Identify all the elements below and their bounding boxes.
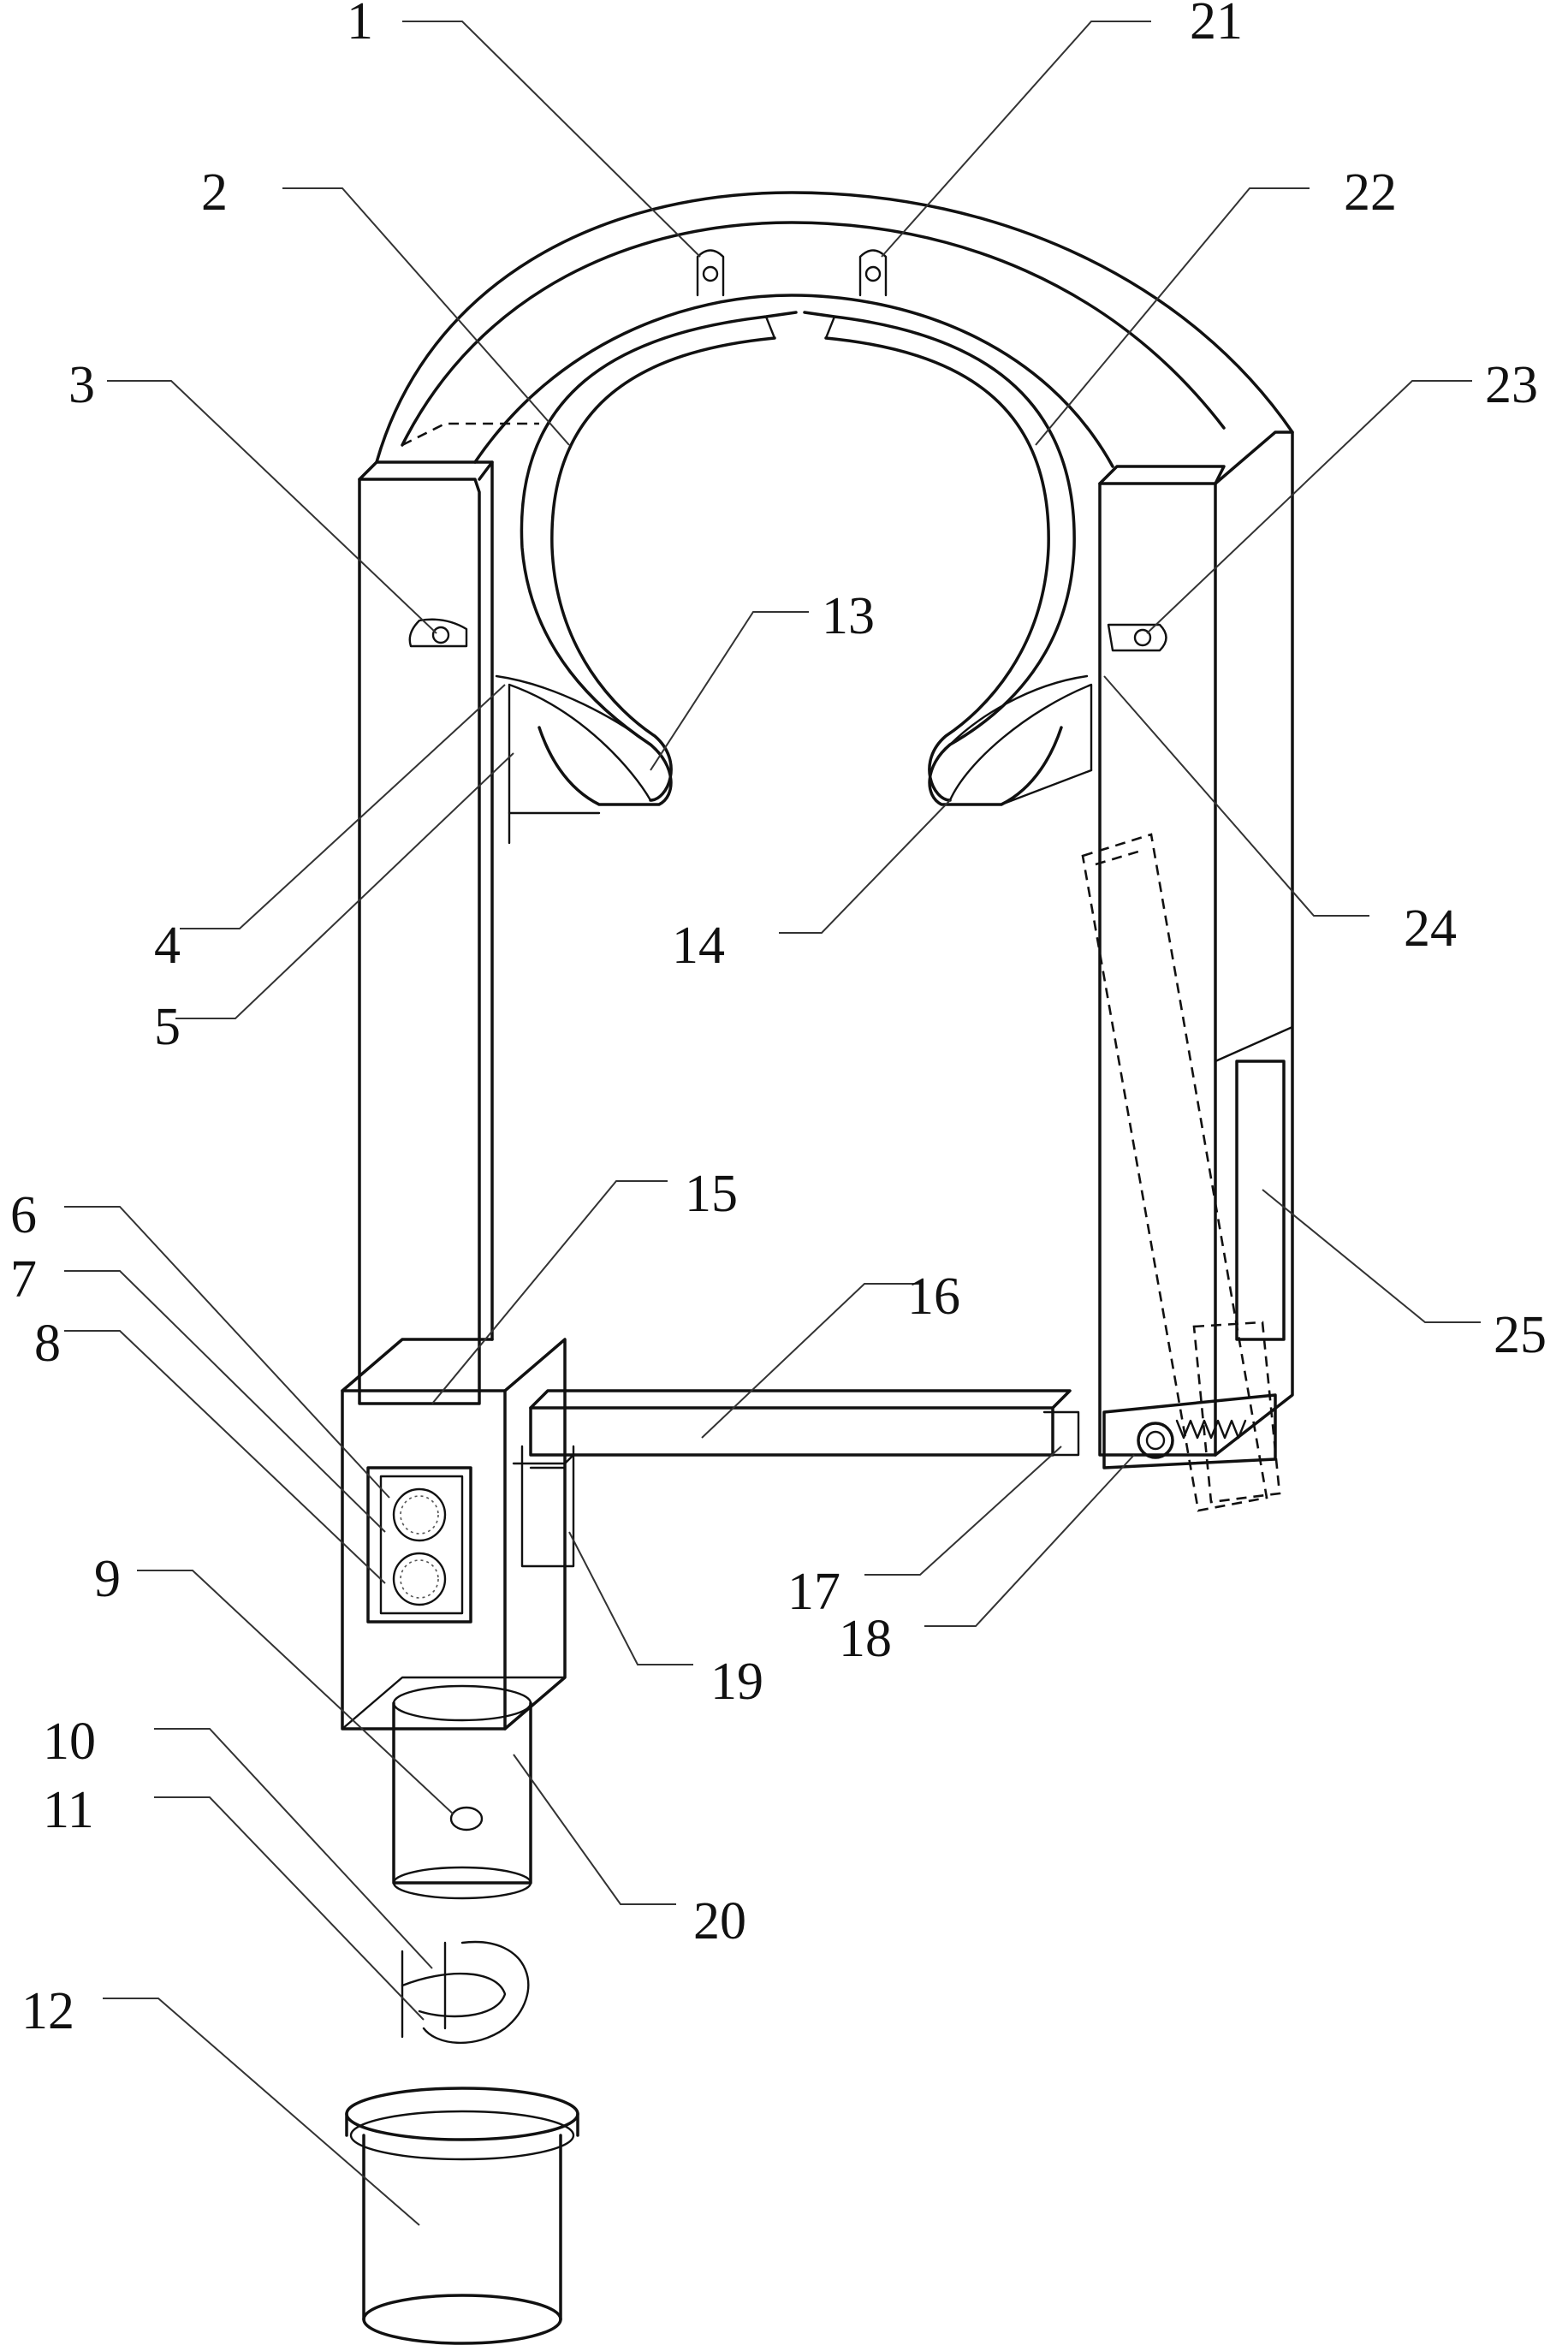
label-9: 9 xyxy=(94,1550,121,1608)
part-labels: 1 21 2 22 3 23 13 4 14 24 5 15 16 25 6 7… xyxy=(10,0,1547,2040)
label-10: 10 xyxy=(43,1713,96,1771)
label-19: 19 xyxy=(710,1653,763,1711)
label-24: 24 xyxy=(1404,899,1457,958)
label-11: 11 xyxy=(43,1781,94,1839)
label-1: 1 xyxy=(347,0,373,50)
label-12: 12 xyxy=(21,1982,74,2040)
clamp-jaws xyxy=(496,312,1091,843)
label-5: 5 xyxy=(154,998,181,1056)
label-3: 3 xyxy=(68,356,95,414)
label-8: 8 xyxy=(34,1315,61,1373)
label-25: 25 xyxy=(1494,1306,1547,1364)
swing-arm xyxy=(1083,834,1292,1511)
label-23: 23 xyxy=(1485,356,1538,414)
label-20: 20 xyxy=(693,1892,746,1950)
lower-parts xyxy=(347,1686,578,2343)
label-18: 18 xyxy=(839,1610,892,1668)
arch-frame xyxy=(359,193,1292,1455)
leader-lines xyxy=(64,21,1481,2225)
label-16: 16 xyxy=(907,1268,960,1326)
label-21: 21 xyxy=(1190,0,1243,50)
lugs xyxy=(410,251,1167,651)
label-22: 22 xyxy=(1344,163,1397,222)
label-4: 4 xyxy=(154,917,181,975)
label-15: 15 xyxy=(685,1165,738,1223)
label-13: 13 xyxy=(822,587,875,645)
label-14: 14 xyxy=(672,917,725,975)
cross-bar xyxy=(531,1391,1275,1468)
label-2: 2 xyxy=(201,163,228,222)
label-7: 7 xyxy=(10,1250,37,1309)
label-6: 6 xyxy=(10,1186,37,1244)
label-17: 17 xyxy=(787,1563,840,1621)
